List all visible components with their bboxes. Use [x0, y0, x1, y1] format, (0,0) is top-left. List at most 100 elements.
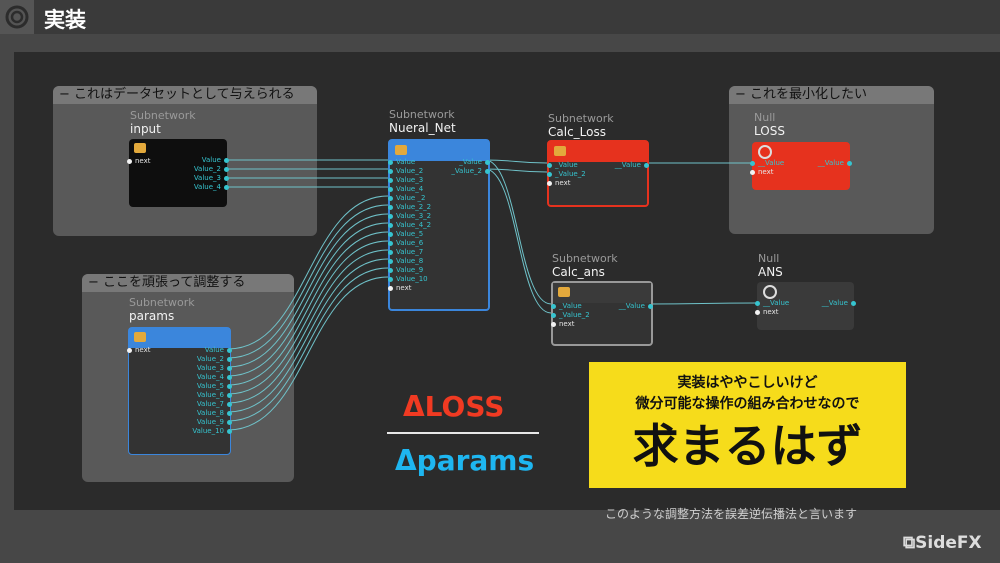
output-port-value-3[interactable]	[224, 176, 229, 181]
input-port--value-2[interactable]	[547, 172, 552, 177]
output-port--value[interactable]	[847, 161, 852, 166]
input-port-next[interactable]	[127, 348, 132, 353]
output-port--value[interactable]	[851, 301, 856, 306]
network-box-header[interactable]: − これを最小化したい	[729, 86, 934, 104]
subnet-icon	[558, 287, 570, 297]
callout-line-1: 実装はややこしいけど	[677, 375, 818, 391]
output-port--value[interactable]	[648, 304, 653, 309]
input-port--value-2[interactable]	[551, 313, 556, 318]
network-box-title: これを最小化したい	[750, 87, 868, 102]
input-port-next[interactable]	[388, 286, 393, 291]
input-port-value-2[interactable]	[388, 169, 393, 174]
output-port-value-7[interactable]	[227, 402, 232, 407]
node-label-calc-loss: Subnetwork Calc_Loss	[548, 112, 614, 140]
output-port--value[interactable]	[485, 160, 490, 165]
output-port-label: __Value	[618, 302, 645, 310]
subnet-icon	[554, 146, 566, 156]
node-label-params: Subnetwork params	[129, 296, 195, 324]
title-bar	[0, 0, 1000, 34]
input-port-next[interactable]	[547, 181, 552, 186]
input-port-value-10[interactable]	[388, 277, 393, 282]
node-header[interactable]	[129, 328, 230, 348]
node-type: Subnetwork	[129, 296, 195, 309]
node-name: Calc_ans	[552, 265, 605, 279]
null-icon	[758, 145, 772, 159]
input-port-next[interactable]	[755, 310, 760, 315]
network-box-title: ここを頑張って調整する	[103, 275, 246, 290]
input-port-label: next	[396, 284, 412, 292]
node-name: params	[129, 309, 175, 323]
output-port-label: Value_6	[196, 391, 224, 399]
input-port-label: _Value	[559, 302, 582, 310]
node-header[interactable]	[549, 142, 647, 162]
node-name: Calc_Loss	[548, 125, 606, 139]
output-port-value[interactable]	[224, 158, 229, 163]
input-port-next[interactable]	[750, 170, 755, 175]
output-port-value-5[interactable]	[227, 384, 232, 389]
input-port-label: Value_4	[396, 185, 424, 193]
node-header[interactable]	[390, 141, 488, 161]
input-port-value-7[interactable]	[388, 250, 393, 255]
input-port-value-4[interactable]	[388, 187, 393, 192]
input-port-label: Value_8	[396, 257, 424, 265]
output-port-label: Value	[204, 346, 224, 354]
node-type: Subnetwork	[130, 109, 196, 122]
input-port-value-2-2[interactable]	[388, 205, 393, 210]
input-port--value[interactable]	[547, 163, 552, 168]
input-port-label: next	[135, 157, 151, 165]
input-port--value[interactable]	[755, 301, 760, 306]
node-type: Subnetwork	[548, 112, 614, 125]
output-port-value-4[interactable]	[227, 375, 232, 380]
output-port-value-9[interactable]	[227, 420, 232, 425]
input-port-label: Value_9	[396, 266, 424, 274]
input-port-label: next	[559, 320, 575, 328]
node-header[interactable]	[553, 283, 651, 303]
houdini-logo-icon	[0, 0, 34, 34]
input-port-value-2[interactable]	[388, 196, 393, 201]
output-port-value-6[interactable]	[227, 393, 232, 398]
output-port--value-2[interactable]	[485, 169, 490, 174]
input-port--value[interactable]	[551, 304, 556, 309]
network-box-header[interactable]: − これはデータセットとして与えられる	[53, 86, 317, 104]
input-port-value[interactable]	[388, 160, 393, 165]
output-port-label: Value_4	[193, 183, 221, 191]
input-port-value-5[interactable]	[388, 232, 393, 237]
input-port-value-6[interactable]	[388, 241, 393, 246]
input-port--value[interactable]	[750, 161, 755, 166]
input-port-label: _Value	[555, 161, 578, 169]
input-port-value-4-2[interactable]	[388, 223, 393, 228]
subnet-icon	[134, 143, 146, 153]
output-port-value-2[interactable]	[227, 357, 232, 362]
output-port-value-4[interactable]	[224, 185, 229, 190]
node-label-nueral-net: Subnetwork Nueral_Net	[389, 109, 456, 136]
output-port-value-3[interactable]	[227, 366, 232, 371]
output-port--value[interactable]	[644, 163, 649, 168]
callout-line-2: 微分可能な操作の組み合わせなので	[635, 396, 860, 412]
output-port-value-10[interactable]	[227, 429, 232, 434]
output-port-label: Value_3	[193, 174, 221, 182]
output-port-value-8[interactable]	[227, 411, 232, 416]
input-port-value-9[interactable]	[388, 268, 393, 273]
input-port-label: Value_7	[396, 248, 424, 256]
input-port-next[interactable]	[551, 322, 556, 327]
network-box-header[interactable]: − ここを頑張って調整する	[82, 274, 294, 292]
subnet-icon	[395, 145, 407, 155]
output-port-label: Value_5	[196, 382, 224, 390]
input-port-value-3-2[interactable]	[388, 214, 393, 219]
input-port-value-8[interactable]	[388, 259, 393, 264]
callout-box: 実装はややこしいけど 微分可能な操作の組み合わせなので 求まるはず	[589, 362, 906, 488]
output-port-label: Value_4	[196, 373, 224, 381]
input-port-label: Value_3	[396, 176, 424, 184]
output-port-label: __Value	[614, 161, 641, 169]
output-port-value-2[interactable]	[224, 167, 229, 172]
input-port-value-3[interactable]	[388, 178, 393, 183]
output-port-value[interactable]	[227, 348, 232, 353]
input-port-next[interactable]	[127, 159, 132, 164]
